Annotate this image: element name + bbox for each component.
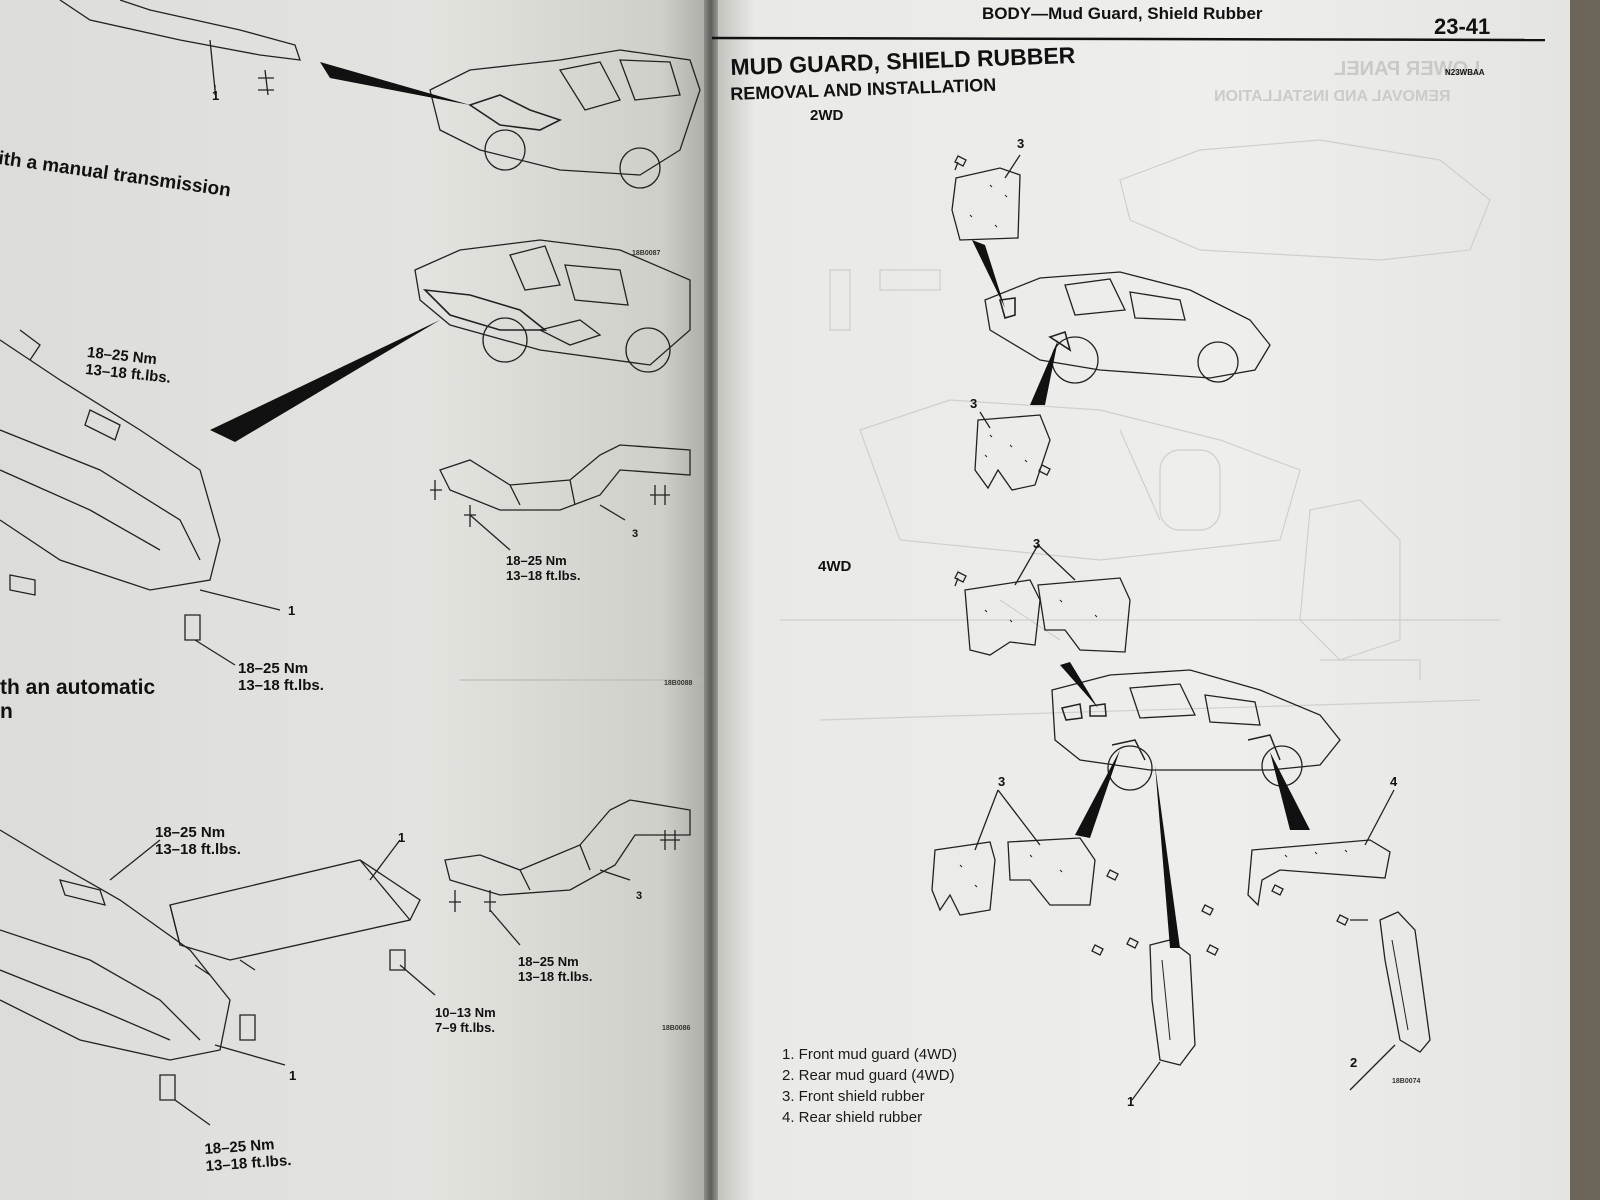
figure-id-c: 18B0086: [662, 1025, 691, 1032]
leader-line: [1364, 789, 1395, 846]
leader-line: [194, 639, 236, 666]
screw-icon: [1091, 937, 1219, 956]
bolt-icon: [9, 574, 36, 596]
pointer-wedge: [320, 62, 470, 105]
book-cover-edge: [1570, 0, 1600, 1200]
leader-line: [369, 839, 401, 881]
leader-line: [214, 1044, 286, 1066]
bolt-icon: [258, 69, 274, 96]
front-shield-rubber-2wd-bottom: [974, 414, 1051, 491]
section-heading-automatic: th an automatic: [0, 676, 156, 699]
figure-id-b: 18B0088: [664, 680, 693, 687]
callout-manual-1: 1: [288, 603, 296, 618]
front-shield-rubber-2wd-top: [951, 167, 1021, 241]
leader-line: [979, 411, 991, 429]
rear-mud-guard: [1379, 911, 1431, 1053]
automatic-crossmember-assembly: [0, 829, 256, 1101]
variant-label-4wd: 4WD: [818, 558, 852, 575]
car-outline-1: [429, 49, 701, 189]
leader-line: [1014, 544, 1076, 586]
bolt-icon: [650, 485, 670, 505]
bolt-icon: [59, 879, 106, 906]
legend-item: 4. Rear shield rubber: [782, 1109, 923, 1126]
torque-spec-auto-bolt: 18–25 Nm 13–18 ft.lbs.: [518, 954, 593, 984]
screw-icon: [1271, 884, 1284, 896]
callout-4wd-top: 3: [1033, 536, 1041, 551]
callout-auto-3: 3: [636, 890, 643, 902]
callout-auto-1-bottom: 1: [289, 1068, 297, 1083]
bolt-icon: [430, 480, 442, 500]
bolt-icon: [449, 890, 461, 912]
manual-crossmember-assembly: [0, 329, 221, 641]
rear-shield-rubber-4wd: [1247, 839, 1391, 907]
callout-4wd-left: 3: [998, 774, 1006, 789]
page-number: 23-41: [1434, 14, 1491, 39]
figure-id-a: 18B0087: [632, 250, 661, 257]
leader-line: [399, 964, 436, 996]
car-outline-2wd: [984, 271, 1271, 384]
front-shield-rubber-4wd-left: [931, 837, 1096, 916]
screw-icon: [1106, 869, 1214, 916]
right-page: [712, 0, 1570, 1200]
bolt-icon: [184, 614, 201, 641]
parts-legend: 1. Front mud guard (4WD) 2. Rear mud gua…: [782, 1044, 957, 1128]
leader-line: [469, 514, 511, 551]
car-outline-2: [414, 239, 691, 373]
figure-id-right: 18B0074: [1392, 1078, 1421, 1085]
bolt-icon: [239, 1014, 256, 1041]
variant-label-2wd: 2WD: [810, 107, 844, 124]
header-rule: [711, 36, 1546, 42]
callout-4wd-rear: 4: [1390, 774, 1398, 789]
bolt-icon: [84, 409, 121, 441]
leader-line: [174, 1099, 211, 1126]
leader-line: [599, 869, 631, 881]
callout-4wd-front-guard: 1: [1127, 1094, 1135, 1109]
automatic-cover-plate: [169, 859, 421, 976]
legend-item: 2. Rear mud guard (4WD): [782, 1067, 955, 1084]
callout-4wd-rear-guard: 2: [1350, 1055, 1358, 1070]
front-shield-rubber-4wd-top: [964, 577, 1131, 656]
automatic-crossmember-part: [444, 799, 691, 912]
bolt-icon: [660, 830, 680, 850]
left-page: [0, 0, 712, 1200]
leader-line: [974, 789, 1041, 851]
callout-auto-1-top: 1: [398, 830, 406, 845]
callout-manual-3: 3: [632, 528, 639, 540]
top-crossmember-part: [59, 0, 301, 61]
leader-line: [1004, 154, 1021, 179]
manual-crossmember-part: [430, 444, 691, 527]
leader-line: [1131, 1061, 1161, 1101]
callout-top-1: 1: [212, 88, 220, 103]
bolt-icon: [484, 890, 496, 912]
torque-spec-auto-cover: 10–13 Nm 7–9 ft.lbs.: [435, 1005, 496, 1035]
running-header: BODY—Mud Guard, Shield Rubber: [982, 4, 1263, 23]
torque-spec-manual-bottom: 18–25 Nm 13–18 ft.lbs.: [238, 660, 324, 694]
leader-line: [1349, 1044, 1396, 1091]
leader-line: [489, 909, 521, 946]
car-outline-4wd: [1051, 669, 1341, 791]
leader-line: [109, 839, 161, 881]
callout-2wd-top: 3: [1017, 136, 1025, 151]
front-mud-guard: [1149, 939, 1196, 1066]
pointer-wedge: [210, 320, 440, 442]
leader-line: [599, 504, 626, 521]
torque-spec-manual-bolt: 18–25 Nm 13–18 ft.lbs.: [506, 553, 581, 583]
legend-item: 1. Front mud guard (4WD): [782, 1046, 958, 1063]
screw-icon: [1336, 914, 1368, 926]
screw-icon: [1038, 464, 1051, 476]
book-gutter: [704, 0, 718, 1200]
legend-item: 3. Front shield rubber: [782, 1088, 925, 1105]
screw-icon: [954, 571, 967, 587]
torque-spec-auto-top: 18–25 Nm 13–18 ft.lbs.: [155, 824, 241, 858]
leader-line: [199, 589, 281, 611]
callout-2wd-bottom: 3: [970, 396, 978, 411]
doc-code: N23WBAA: [1445, 68, 1485, 77]
pointer-wedges: [972, 240, 1310, 948]
screw-icon: [954, 155, 967, 171]
section-heading-automatic-line2: n: [0, 700, 13, 723]
bleed-through-ghost-drawings: [780, 139, 1500, 721]
